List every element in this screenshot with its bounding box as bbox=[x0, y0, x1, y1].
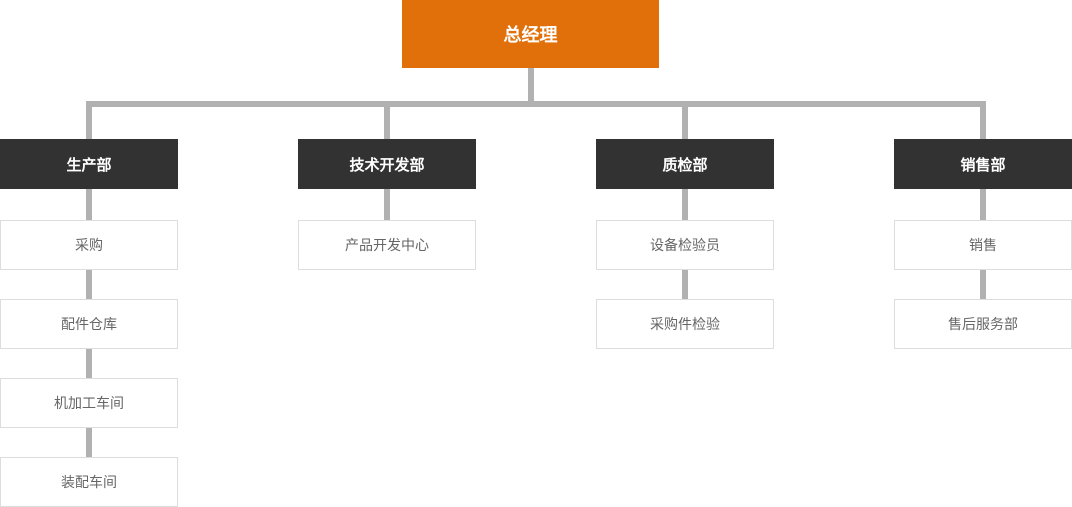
org-node-equipment-inspector[interactable]: 设备检验员 bbox=[596, 220, 774, 270]
connector-stub bbox=[86, 428, 92, 457]
connector-stub bbox=[86, 349, 92, 378]
connector-drop-sales bbox=[980, 107, 986, 139]
org-node-after-sales-service[interactable]: 售后服务部 bbox=[894, 299, 1072, 349]
connector-stub bbox=[86, 189, 92, 220]
connector-stub bbox=[86, 270, 92, 299]
org-node-dept-production[interactable]: 生产部 bbox=[0, 139, 178, 189]
connector-drop-quality bbox=[682, 107, 688, 139]
org-node-purchasing[interactable]: 采购 bbox=[0, 220, 178, 270]
org-node-assembly-workshop[interactable]: 装配车间 bbox=[0, 457, 178, 507]
org-node-machining-workshop[interactable]: 机加工车间 bbox=[0, 378, 178, 428]
org-node-dept-tech-development[interactable]: 技术开发部 bbox=[298, 139, 476, 189]
connector-drop-tech bbox=[384, 107, 390, 139]
connector-drop-production bbox=[86, 107, 92, 139]
org-node-general-manager[interactable]: 总经理 bbox=[402, 0, 659, 68]
org-node-purchased-parts-inspection[interactable]: 采购件检验 bbox=[596, 299, 774, 349]
org-node-sales[interactable]: 销售 bbox=[894, 220, 1072, 270]
connector-stub bbox=[682, 189, 688, 220]
org-node-product-dev-center[interactable]: 产品开发中心 bbox=[298, 220, 476, 270]
org-node-dept-sales[interactable]: 销售部 bbox=[894, 139, 1072, 189]
connector-stub bbox=[682, 270, 688, 299]
connector-stub bbox=[980, 189, 986, 220]
connector-stub bbox=[980, 270, 986, 299]
org-node-parts-warehouse[interactable]: 配件仓库 bbox=[0, 299, 178, 349]
connector-stub bbox=[384, 189, 390, 220]
connector-root-vertical bbox=[528, 68, 534, 101]
connector-trunk-horizontal bbox=[86, 101, 986, 107]
org-node-dept-quality[interactable]: 质检部 bbox=[596, 139, 774, 189]
